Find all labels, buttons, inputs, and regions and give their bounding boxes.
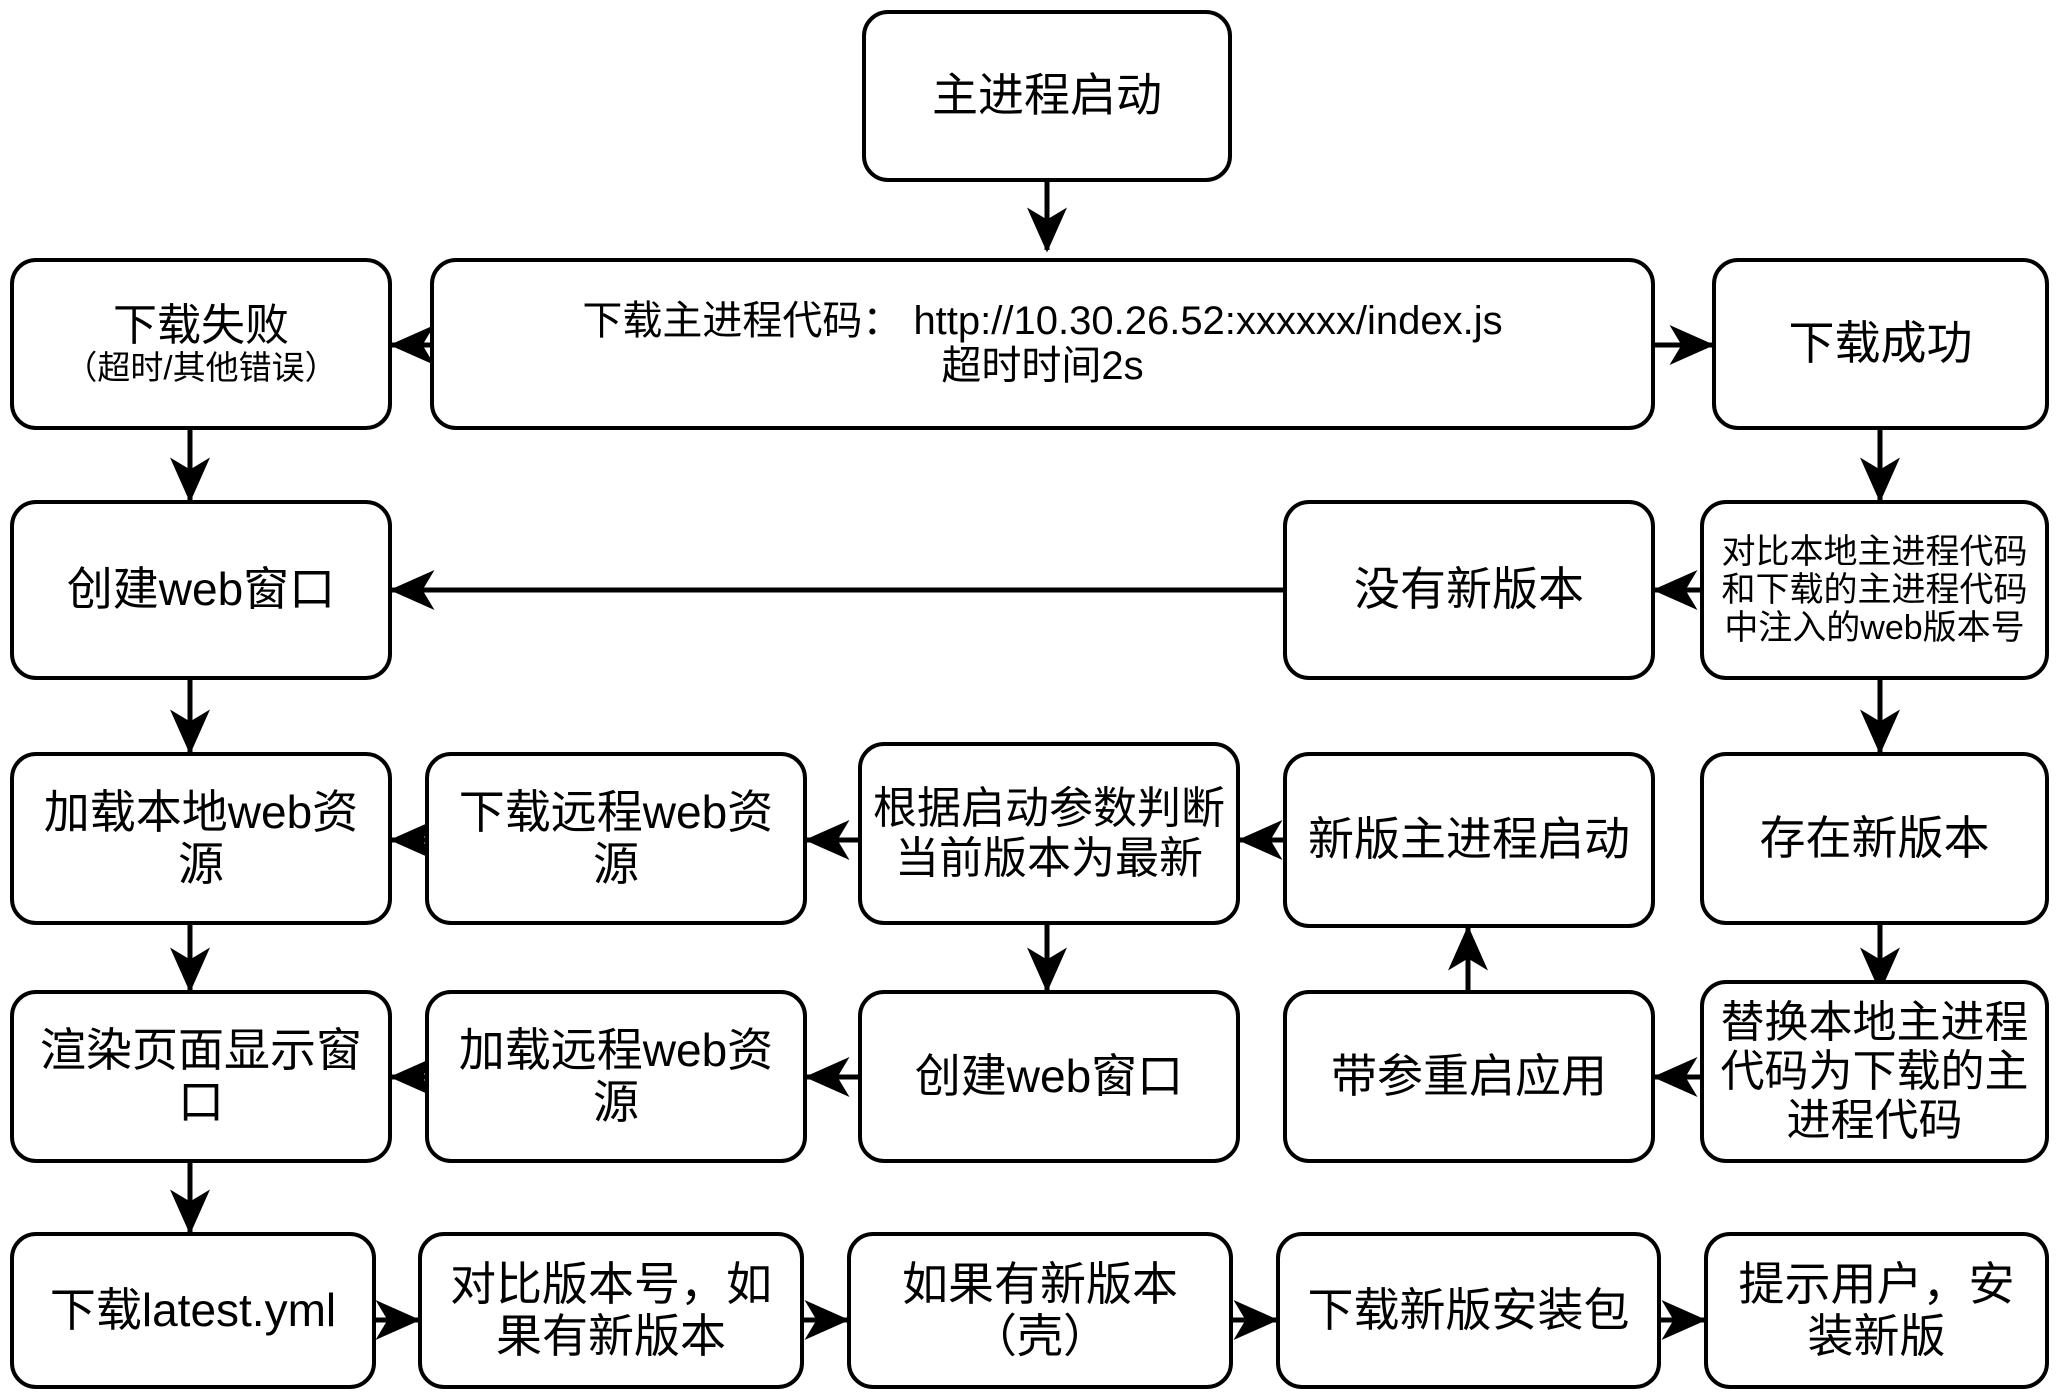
node-compare-version-number[interactable]: 对比版本号，如果有新版本 [418,1232,804,1389]
node-label: 对比本地主进程代码和下载的主进程代码中注入的web版本号 [1721,532,2028,648]
node-label: 存在新版本 [1759,811,1990,864]
node-label: 下载远程web资源 [458,785,774,890]
node-if-new-shell-version[interactable]: 如果有新版本（壳） [847,1232,1233,1389]
node-load-remote-web[interactable]: 加载远程web资源 [425,990,807,1163]
node-label: 提示用户，安装新版 [1738,1257,2015,1362]
node-sublabel: （超时/其他错误） [64,349,338,387]
node-download-new-installer[interactable]: 下载新版安装包 [1276,1232,1661,1389]
node-has-new-version[interactable]: 存在新版本 [1700,752,2049,925]
node-label: 加载本地web资源 [43,785,359,890]
node-download-remote-web[interactable]: 下载远程web资源 [425,752,807,925]
node-download-success[interactable]: 下载成功 [1712,258,2049,430]
node-label: 创建web窗口 [66,563,336,616]
node-label: 创建web窗口 [914,1049,1184,1102]
node-main-process-start[interactable]: 主进程启动 [862,10,1232,182]
node-label: 带参重启应用 [1331,1049,1607,1102]
node-label: 新版主进程启动 [1308,813,1630,866]
node-download-main-code[interactable]: 下载主进程代码： http://10.30.26.52:xxxxxx/index… [430,258,1655,430]
node-render-page-window[interactable]: 渲染页面显示窗口 [10,990,392,1163]
node-no-new-version[interactable]: 没有新版本 [1283,500,1655,680]
node-compare-versions[interactable]: 对比本地主进程代码和下载的主进程代码中注入的web版本号 [1700,500,2049,680]
node-label: 根据启动参数判断当前版本为最新 [873,784,1225,883]
node-label: 加载远程web资源 [458,1023,774,1128]
node-label: 下载成功 [1788,317,1973,370]
node-download-fail[interactable]: 下载失败 （超时/其他错误） [10,258,392,430]
node-label: 替换本地主进程代码为下载的主进程代码 [1720,997,2029,1146]
node-label: 下载新版安装包 [1307,1283,1630,1336]
node-label: 没有新版本 [1354,563,1584,616]
node-download-latest-yml[interactable]: 下载latest.yml [10,1232,376,1389]
node-label: 对比版本号，如果有新版本 [450,1257,772,1362]
node-label: 下载失败 [113,301,289,351]
node-replace-local-code[interactable]: 替换本地主进程代码为下载的主进程代码 [1700,980,2049,1163]
node-label: 主进程启动 [932,69,1162,122]
node-load-local-web[interactable]: 加载本地web资源 [10,752,392,925]
node-create-web-window-1[interactable]: 创建web窗口 [10,500,392,680]
node-label: 渲染页面显示窗口 [40,1023,362,1128]
node-create-web-window-2[interactable]: 创建web窗口 [858,990,1240,1163]
node-label: 下载主进程代码： http://10.30.26.52:xxxxxx/index… [582,299,1503,388]
node-label: 如果有新版本（壳） [902,1257,1178,1362]
node-label-wrap: 下载主进程代码： http://10.30.26.52:xxxxxx/index… [442,299,1643,389]
node-judge-latest-by-args[interactable]: 根据启动参数判断当前版本为最新 [858,742,1240,925]
node-label: 下载latest.yml [49,1283,337,1336]
node-prompt-user-install[interactable]: 提示用户，安装新版 [1704,1232,2049,1389]
node-new-main-process-start[interactable]: 新版主进程启动 [1283,752,1655,928]
node-label-wrap: 下载失败 （超时/其他错误） [22,301,380,387]
node-restart-with-args[interactable]: 带参重启应用 [1283,990,1655,1163]
